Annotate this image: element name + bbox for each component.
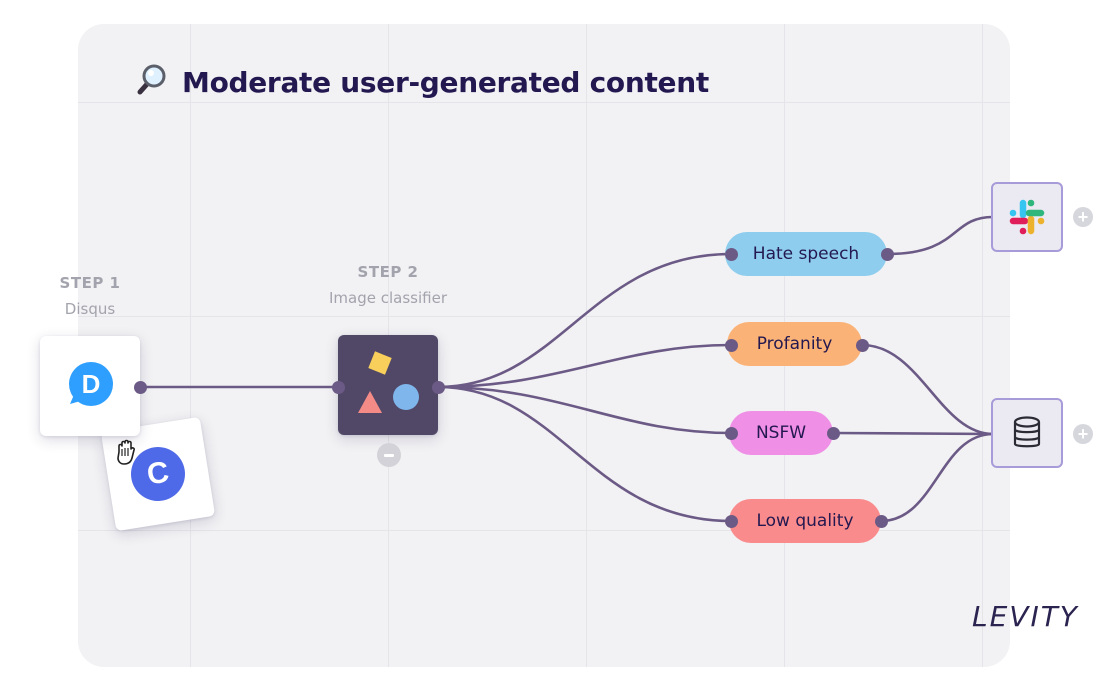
category-label: Hate speech xyxy=(752,244,860,264)
connector-dot[interactable] xyxy=(724,247,738,261)
connector-lowquality-db xyxy=(880,432,994,523)
category-low-quality[interactable]: Low quality xyxy=(729,499,881,543)
slack-output-node[interactable] xyxy=(991,182,1063,252)
connector-lowquality xyxy=(437,385,732,523)
connector-dot[interactable] xyxy=(431,380,445,394)
category-hate-speech[interactable]: Hate speech xyxy=(725,232,887,276)
shapes-icon xyxy=(358,351,419,413)
connector-hate-slack xyxy=(886,215,994,256)
step1-number: STEP 1 xyxy=(59,274,121,292)
connector-dot[interactable] xyxy=(331,380,345,394)
step1-app-name: Disqus xyxy=(64,300,116,318)
category-label: Profanity xyxy=(756,334,833,354)
category-profanity[interactable]: Profanity xyxy=(727,322,862,366)
disqus-node[interactable]: D xyxy=(40,336,140,436)
category-label: Low quality xyxy=(756,511,854,531)
add-output-button[interactable]: + xyxy=(1073,424,1093,444)
connector-profanity-db xyxy=(861,343,994,436)
connector-nsfw-db xyxy=(832,431,994,436)
remove-step-button[interactable] xyxy=(377,443,401,467)
step1-label: STEP 1 Disqus xyxy=(40,274,140,318)
database-output-node[interactable] xyxy=(991,398,1063,468)
image-classifier-node[interactable] xyxy=(338,335,438,435)
connector-dot[interactable] xyxy=(880,247,894,261)
connector-dot[interactable] xyxy=(724,514,738,528)
step2-label: STEP 2 Image classifier xyxy=(300,263,476,307)
connector-dot[interactable] xyxy=(874,514,888,528)
connector-dot[interactable] xyxy=(855,338,869,352)
plus-icon: + xyxy=(1077,424,1089,444)
minus-icon xyxy=(384,453,394,457)
slack-icon xyxy=(1009,199,1045,235)
add-output-button[interactable]: + xyxy=(1073,207,1093,227)
levity-logo: LEVITY xyxy=(972,600,1079,633)
disqus-icon: D xyxy=(64,360,116,412)
step2-app-name: Image classifier xyxy=(329,289,447,307)
connector-dot[interactable] xyxy=(826,426,840,440)
grab-cursor-icon xyxy=(110,434,146,475)
plus-icon: + xyxy=(1077,207,1089,227)
category-nsfw[interactable]: NSFW xyxy=(729,411,833,455)
connector-dot[interactable] xyxy=(724,338,738,352)
step2-number: STEP 2 xyxy=(357,263,419,281)
connector-dot[interactable] xyxy=(724,426,738,440)
category-label: NSFW xyxy=(755,423,807,443)
connector-nsfw xyxy=(437,385,732,435)
page-title: Moderate user-generated content xyxy=(134,60,709,104)
database-icon xyxy=(1013,416,1041,448)
connector-hate xyxy=(437,252,732,389)
connector-dot[interactable] xyxy=(133,380,147,394)
disqus-letter: D xyxy=(81,368,101,399)
magnifier-icon xyxy=(134,63,168,102)
title-text: Moderate user-generated content xyxy=(182,65,709,99)
connector-profanity xyxy=(437,343,732,389)
